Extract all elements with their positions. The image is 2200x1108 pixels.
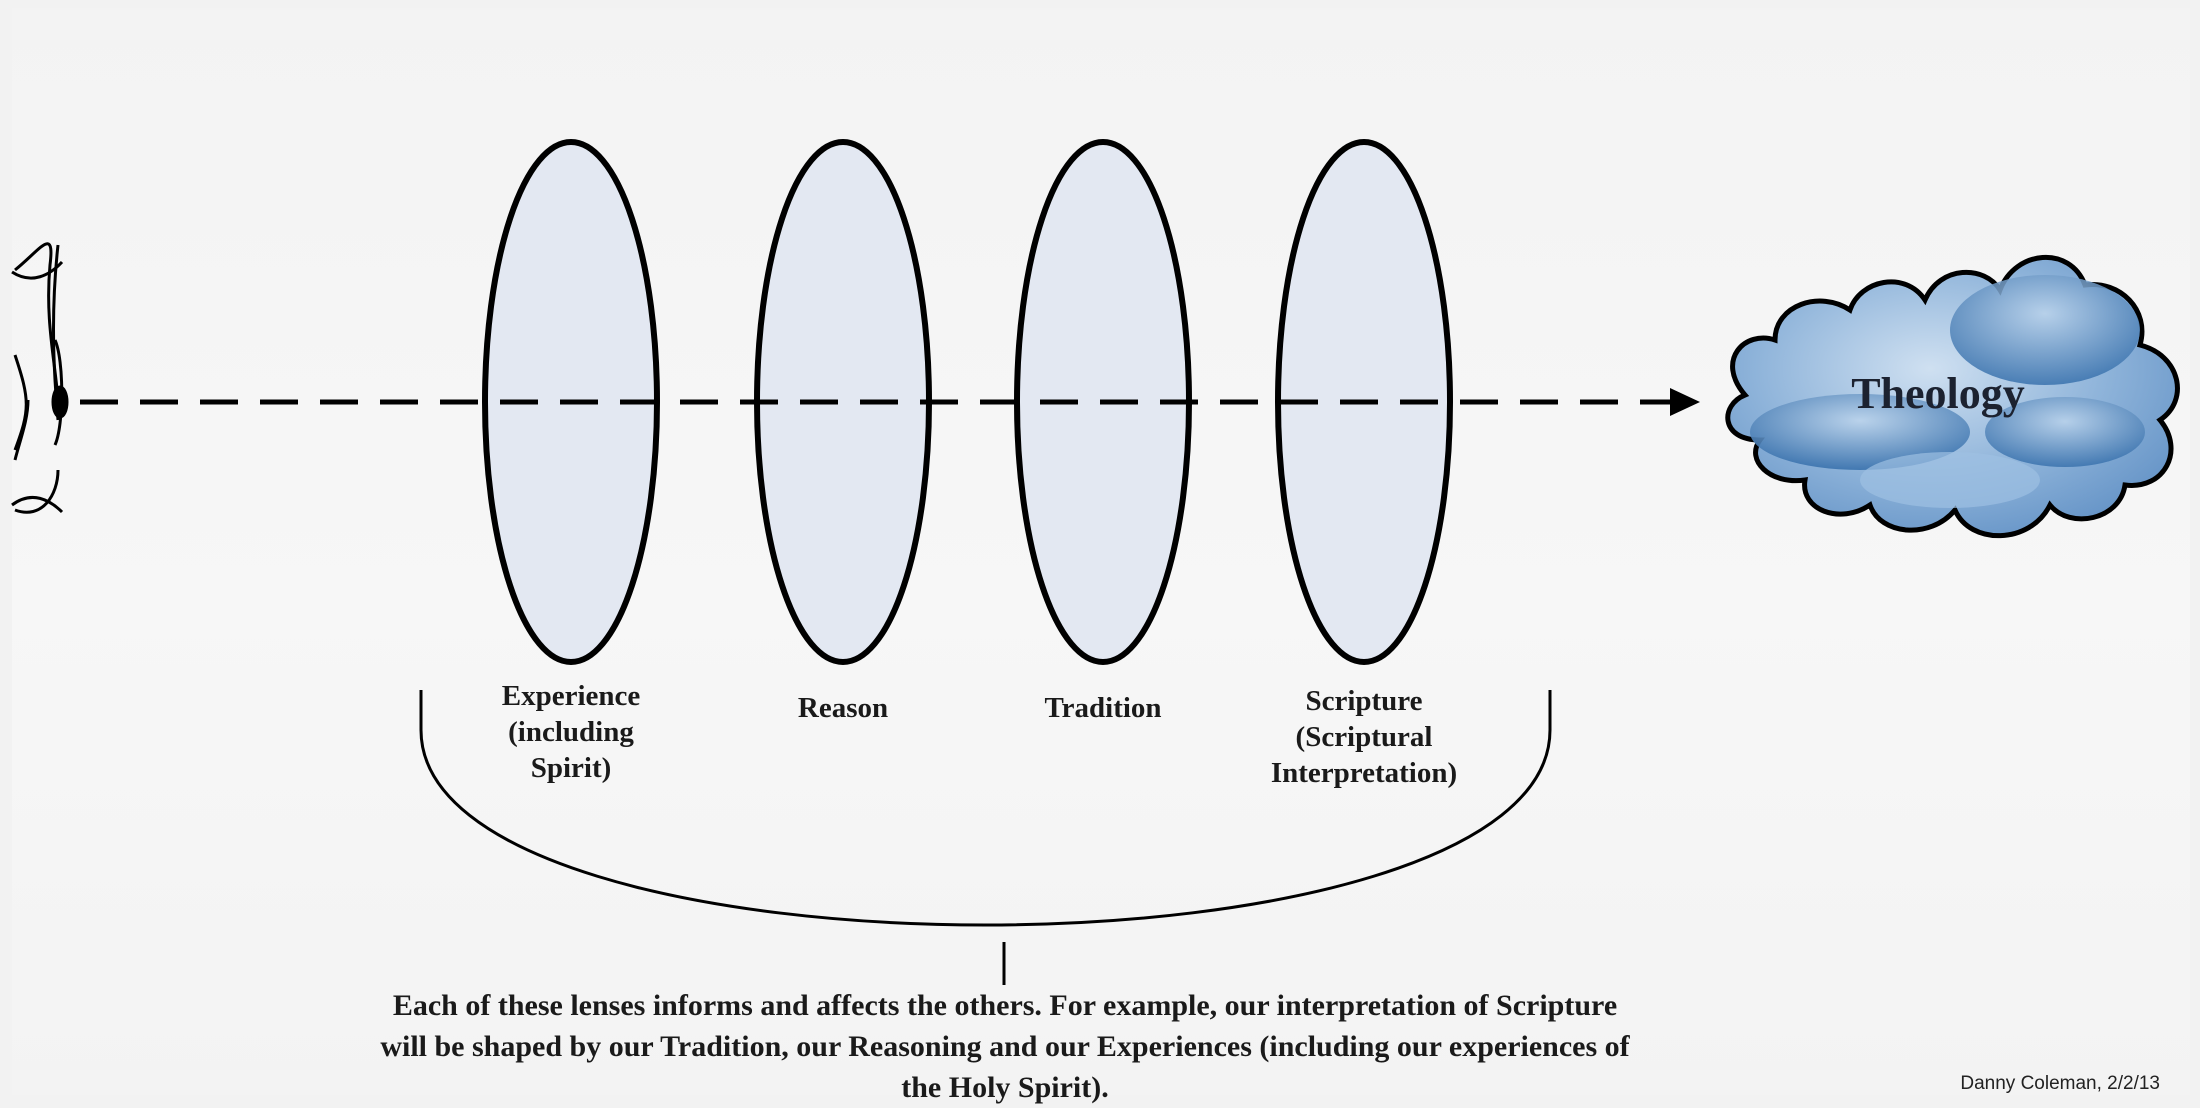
lens-label-reason: Reason: [797, 692, 889, 724]
lens-label-tradition: Tradition: [1044, 692, 1162, 724]
arrowhead-icon: [1670, 388, 1700, 416]
explanatory-note: Each of these lenses informs and affects…: [380, 989, 1630, 1104]
lens-reason: [754, 139, 932, 665]
lens-label-experience: Experience (including Spirit): [501, 680, 641, 784]
lens-label-scripture: Scripture (Scriptural Interpretation): [1270, 685, 1458, 789]
cloud-icon: [1725, 255, 2180, 539]
lenses-bracket: [419, 690, 1552, 927]
author-credit: Danny Coleman, 2/2/13: [1960, 1073, 2160, 1094]
theology-label: Theology: [1851, 369, 2025, 418]
eye-icon: [11, 242, 69, 514]
